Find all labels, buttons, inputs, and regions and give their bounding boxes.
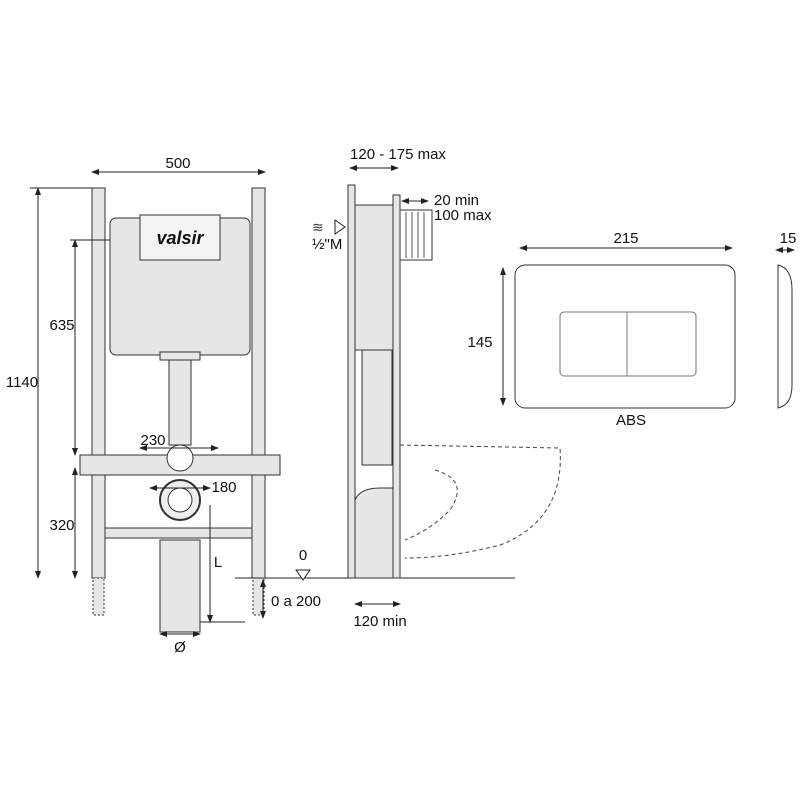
toilet-bowl-outline bbox=[399, 444, 561, 559]
right-frame-post bbox=[251, 187, 266, 579]
dim-length-L: L bbox=[214, 554, 222, 571]
flush-buttons bbox=[559, 311, 697, 377]
dim-plate-15: 15 bbox=[780, 230, 797, 247]
side-drain-bend bbox=[354, 487, 394, 579]
water-inlet-arrow-icon bbox=[334, 219, 346, 235]
drain-outlet-inner bbox=[167, 487, 193, 513]
dim-120-175-max: 120 - 175 max bbox=[350, 146, 446, 163]
left-foot bbox=[92, 577, 105, 616]
dim-230: 230 bbox=[140, 432, 165, 449]
plate-material: ABS bbox=[616, 412, 646, 429]
toilet-bowl-inner bbox=[404, 469, 458, 541]
side-view: 120 - 175 max 20 min 100 max ≋ ½"M 120 m… bbox=[312, 146, 561, 630]
front-view: valsir 500 1140 635 320 230 180 L Ø 0 bbox=[6, 155, 321, 656]
lower-crossbar bbox=[104, 527, 253, 539]
right-foot bbox=[252, 577, 265, 616]
side-frame-front bbox=[392, 194, 401, 579]
dim-width-500: 500 bbox=[165, 155, 190, 172]
dim-plate-145: 145 bbox=[467, 334, 492, 351]
dim-height-1140: 1140 bbox=[6, 374, 38, 391]
inlet-pipe-circle bbox=[166, 444, 194, 472]
left-frame-post bbox=[91, 187, 106, 579]
cistern-outlet bbox=[159, 351, 201, 361]
cistern-top-plate bbox=[139, 214, 221, 261]
dim-diameter: Ø bbox=[174, 639, 186, 656]
dim-320: 320 bbox=[49, 517, 74, 534]
dim-plate-215: 215 bbox=[613, 230, 638, 247]
flush-plate-spacer bbox=[399, 209, 433, 261]
dim-635: 635 bbox=[49, 317, 74, 334]
dim-0-a-200: 0 a 200 bbox=[271, 593, 321, 610]
dim-100-max: 100 max bbox=[434, 207, 492, 224]
dim-120-min: 120 min bbox=[353, 613, 406, 630]
side-flush-pipe bbox=[361, 349, 393, 466]
drain-pipe bbox=[159, 539, 201, 633]
water-inlet-size: ½"M bbox=[312, 236, 342, 253]
floor-level-0: 0 bbox=[299, 547, 307, 564]
flush-plate-profile bbox=[777, 264, 793, 409]
floor-level-marker-icon bbox=[295, 569, 311, 581]
side-frame-back bbox=[347, 184, 356, 579]
flush-plate: 215 145 ABS 15 bbox=[467, 230, 796, 429]
flush-pipe bbox=[168, 359, 192, 446]
valsir-logo: valsir bbox=[156, 228, 204, 248]
side-cistern bbox=[354, 204, 394, 351]
dim-180: 180 bbox=[211, 479, 236, 496]
water-waves-icon: ≋ bbox=[312, 219, 324, 235]
dim-20-min: 20 min bbox=[434, 192, 479, 209]
